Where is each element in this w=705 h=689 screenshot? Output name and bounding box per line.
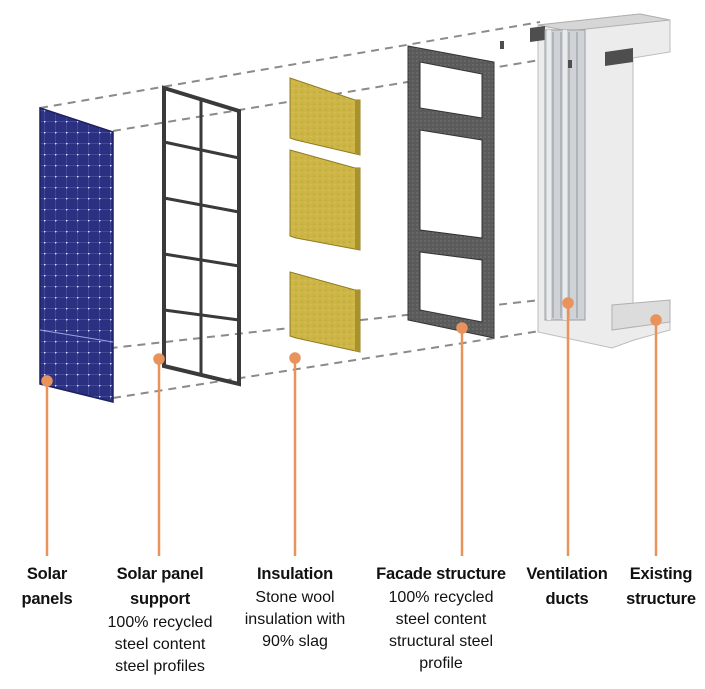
- label-description: Stone wool: [255, 589, 335, 606]
- label-description: steel content: [395, 611, 487, 628]
- label-facade-structure: Facade structure 100% recycled steel con…: [358, 562, 524, 675]
- label-title: structure: [626, 590, 696, 608]
- label-insulation: Insulation Stone wool insulation with 90…: [222, 562, 368, 653]
- label-description: steel content: [114, 636, 206, 653]
- label-title: Facade structure: [376, 565, 506, 583]
- label-title: Solar: [26, 565, 68, 583]
- label-description: insulation with: [244, 611, 346, 628]
- label-title: Existing: [629, 565, 693, 583]
- insulation-graphic: [289, 77, 361, 353]
- label-title: Ventilation: [526, 565, 608, 583]
- solar-panels-graphic: [39, 106, 114, 403]
- label-description: 100% recycled: [388, 589, 494, 606]
- label-description: structural steel: [388, 633, 494, 650]
- label-existing-structure: Existing structure: [618, 562, 704, 612]
- label-title: Insulation: [257, 565, 333, 583]
- alignment-lines: [39, 21, 613, 399]
- label-description: 100% recycled: [107, 614, 213, 631]
- label-title: panels: [21, 590, 73, 608]
- label-title: Solar panel: [116, 565, 204, 583]
- label-solar-panels: Solar panels: [5, 562, 89, 612]
- label-title: support: [129, 590, 190, 608]
- label-ventilation-ducts: Ventilation ducts: [514, 562, 620, 612]
- facade-structure-graphic: [407, 45, 495, 339]
- solar-panel-support-graphic: [162, 85, 241, 387]
- ventilation-ducts-graphic: [500, 29, 586, 321]
- label-description: 90% slag: [262, 633, 328, 650]
- label-solar-panel-support: Solar panel support 100% recycled steel …: [82, 562, 238, 678]
- leader-lines: [41, 297, 662, 556]
- label-title: ducts: [545, 590, 589, 608]
- label-description: profile: [419, 655, 463, 672]
- label-description: steel profiles: [115, 658, 205, 675]
